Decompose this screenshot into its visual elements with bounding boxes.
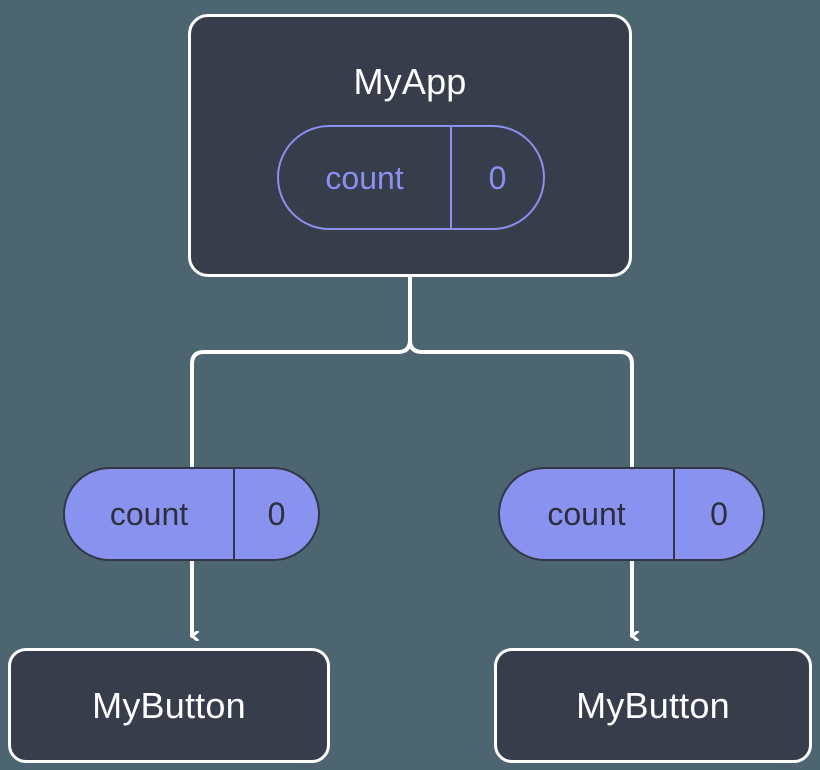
component-label-mybutton-left: MyButton bbox=[92, 684, 246, 726]
prop-pill-key: count bbox=[500, 469, 676, 559]
prop-pill-key: count bbox=[65, 469, 235, 559]
edge-myapp-to-child-right bbox=[408, 338, 634, 469]
state-pill-value: 0 bbox=[488, 159, 507, 196]
prop-pill-left[interactable]: count 0 bbox=[63, 467, 320, 561]
state-pill-key: count bbox=[279, 127, 453, 228]
component-label-myapp: MyApp bbox=[353, 61, 467, 102]
edge-myapp-to-children bbox=[190, 275, 412, 469]
component-label-mybutton-right: MyButton bbox=[576, 684, 730, 726]
state-pill-myapp[interactable]: count 0 bbox=[277, 125, 545, 230]
prop-pill-right[interactable]: count 0 bbox=[498, 467, 765, 561]
component-node-mybutton-right[interactable]: MyButton bbox=[494, 648, 812, 763]
component-node-mybutton-left[interactable]: MyButton bbox=[8, 648, 330, 763]
prop-pill-value: 0 bbox=[710, 496, 728, 532]
prop-pill-value: 0 bbox=[267, 496, 286, 532]
